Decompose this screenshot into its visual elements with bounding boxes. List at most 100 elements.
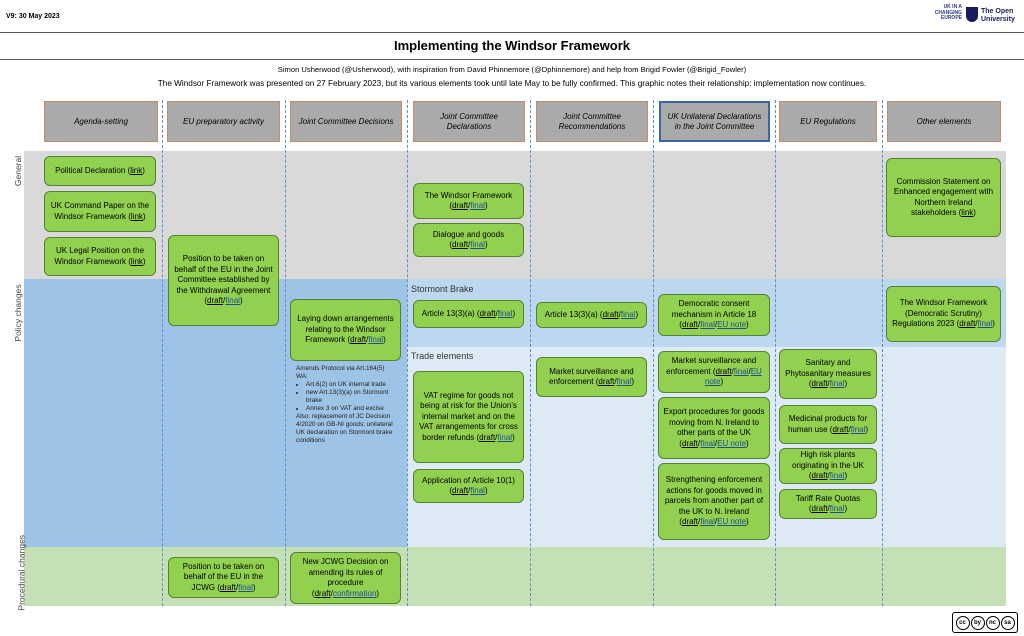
column-header-agenda-setting: Agenda-setting <box>44 101 158 142</box>
box-link-final[interactable]: final <box>829 379 845 389</box>
box-link-draft[interactable]: draft <box>602 309 619 319</box>
box-link-link[interactable]: link <box>130 165 143 175</box>
box-link-final[interactable]: final <box>977 319 993 329</box>
box-tariff-rate-quotas: Tariff Rate Quotas (draft/final) <box>779 489 877 519</box>
box-link-draft[interactable]: draft <box>452 201 469 210</box>
box-article-13-3a-declaration: Article 13(3)(a) (draft/final) <box>413 300 524 328</box>
box-link-draft[interactable]: draft <box>681 320 698 330</box>
box-link-link[interactable]: link <box>130 256 143 266</box>
box-link-final[interactable]: final <box>225 296 240 306</box>
amends-note-intro: Amends Protocol via Art.164(5) WA: <box>296 365 385 380</box>
box-text: Position to be taken on behalf of the EU… <box>182 561 265 592</box>
box-text: The Windsor Framework (Democratic Scruti… <box>892 298 988 329</box>
column-divider <box>162 100 163 606</box>
row-label-policy: Policy changes <box>13 284 23 342</box>
box-link-draft[interactable]: draft <box>681 517 698 527</box>
box-link-final[interactable]: final <box>497 308 513 318</box>
box-text: New JCWG Decision on amending its rules … <box>302 557 389 587</box>
box-link-draft[interactable]: draft <box>207 296 224 306</box>
box-link-draft[interactable]: draft <box>479 432 496 442</box>
box-text: Strengthening enforcement actions for go… <box>664 475 764 516</box>
box-sps-measures: Sanitary and Phytosanitary measures (dra… <box>779 349 877 399</box>
box-link-eu-note[interactable]: EU note <box>704 366 762 387</box>
sa-icon: sa <box>1000 615 1015 630</box>
box-jcwg-decision: New JCWG Decision on amending its rules … <box>290 552 401 604</box>
box-link-final[interactable]: final <box>829 504 845 513</box>
box-link-draft[interactable]: draft <box>811 471 828 481</box>
box-link-final[interactable]: final <box>829 471 845 481</box>
box-link-final[interactable]: final <box>700 320 715 330</box>
box-link-link[interactable]: link <box>961 208 974 217</box>
box-link-final[interactable]: final <box>238 582 253 592</box>
box-democratic-consent: Democratic consent mechanism in Article … <box>658 294 770 336</box>
box-link-draft[interactable]: draft <box>219 582 236 592</box>
box-eu-position-jc: Position to be taken on behalf of the EU… <box>168 235 279 326</box>
page-title: Implementing the Windsor Framework <box>393 38 631 53</box>
box-text: Export procedures for goods moving from … <box>663 407 765 437</box>
box-link-draft[interactable]: draft <box>811 379 828 389</box>
box-text: The Windsor Framework <box>424 190 513 200</box>
amends-note: Amends Protocol via Art.164(5) WA: Art.6… <box>296 365 398 445</box>
box-high-risk-plants: High risk plants originating in the UK (… <box>779 448 877 484</box>
column-header-uk-unilateral: UK Unilateral Declarations in the Joint … <box>659 101 770 142</box>
column-divider <box>882 100 883 606</box>
box-link-eu-note[interactable]: EU note <box>717 517 747 527</box>
uk-logo-line: UK IN A <box>943 4 962 10</box>
open-university-logo: The Open University <box>966 6 1020 26</box>
box-link-eu-note[interactable]: EU note <box>717 320 747 330</box>
box-link-final[interactable]: final <box>497 432 513 442</box>
box-link-link[interactable]: link <box>130 211 143 221</box>
box-link-eu-note[interactable]: EU note <box>717 438 747 448</box>
box-link-draft[interactable]: draft <box>350 335 367 345</box>
box-export-procedures: Export procedures for goods moving from … <box>658 397 770 459</box>
section-label-stormont: Stormont Brake <box>411 284 474 294</box>
uk-in-changing-europe-logo: UK IN A CHANGING EUROPE <box>926 4 962 22</box>
box-link-draft[interactable]: draft <box>452 240 469 249</box>
box-text: Article 13(3)(a) <box>421 308 477 318</box>
column-header-eu-preparatory: EU preparatory activity <box>167 101 280 142</box>
ou-logo-line: The Open <box>981 8 1014 15</box>
column-header-other: Other elements <box>887 101 1001 142</box>
box-application-article-10-1: Application of Article 10(1) (draft/fina… <box>413 469 524 503</box>
box-link-draft[interactable]: draft <box>479 308 496 318</box>
box-link-confirmation[interactable]: confirmation <box>332 588 377 598</box>
box-link-final[interactable]: final <box>616 377 632 386</box>
box-link-draft[interactable]: draft <box>811 504 828 513</box>
box-link-final[interactable]: final <box>368 335 384 345</box>
box-link-draft[interactable]: draft <box>681 438 698 448</box>
box-link-draft[interactable]: draft <box>959 319 976 329</box>
box-link-draft[interactable]: draft <box>598 377 615 386</box>
box-text: UK Legal Position on the Windsor Framewo… <box>54 246 145 266</box>
intro-text: The Windsor Framework was presented on 2… <box>157 79 867 88</box>
box-link-final[interactable]: final <box>470 240 485 249</box>
column-divider <box>653 100 654 606</box>
nc-icon: nc <box>985 615 1000 630</box>
box-link-draft[interactable]: draft <box>715 366 732 376</box>
box-link-draft[interactable]: draft <box>452 486 469 495</box>
column-divider <box>407 100 408 606</box>
box-link-final[interactable]: final <box>470 201 485 210</box>
box-commission-statement: Commission Statement on Enhanced engagem… <box>886 158 1001 237</box>
box-article-13-3a-recommendation: Article 13(3)(a) (draft/final) <box>536 302 647 328</box>
box-link-final[interactable]: final <box>733 366 749 376</box>
box-link-final[interactable]: final <box>470 486 485 495</box>
box-link-draft[interactable]: draft <box>314 588 331 598</box>
box-link-final[interactable]: final <box>700 438 715 448</box>
box-democratic-scrutiny: The Windsor Framework (Democratic Scruti… <box>886 286 1001 342</box>
box-link-final[interactable]: final <box>850 424 866 434</box>
amends-note-item: new Art.13(3)(a) on Stormont brake <box>306 389 398 405</box>
row-label-general: General <box>13 155 23 187</box>
box-dialogue-goods: Dialogue and goods (draft/final) <box>413 223 524 257</box>
by-icon: by <box>970 615 985 630</box>
box-text: Medicinal products for human use <box>787 414 868 434</box>
box-link-final[interactable]: final <box>620 309 636 319</box>
amends-note-also: Also: replacement of JC Decision 4/2020 … <box>296 413 393 444</box>
box-text: Sanitary and Phytosanitary measures <box>785 358 871 378</box>
ou-logo-line: University <box>981 15 1015 23</box>
box-link-final[interactable]: final <box>700 517 715 527</box>
cc-icon: cc <box>955 615 970 630</box>
box-windsor-framework: The Windsor Framework (draft/final) <box>413 183 524 219</box>
box-vat-regime: VAT regime for goods not being at risk f… <box>413 371 524 463</box>
box-text: Tariff Rate Quotas <box>795 493 861 503</box>
box-link-draft[interactable]: draft <box>832 424 849 434</box>
